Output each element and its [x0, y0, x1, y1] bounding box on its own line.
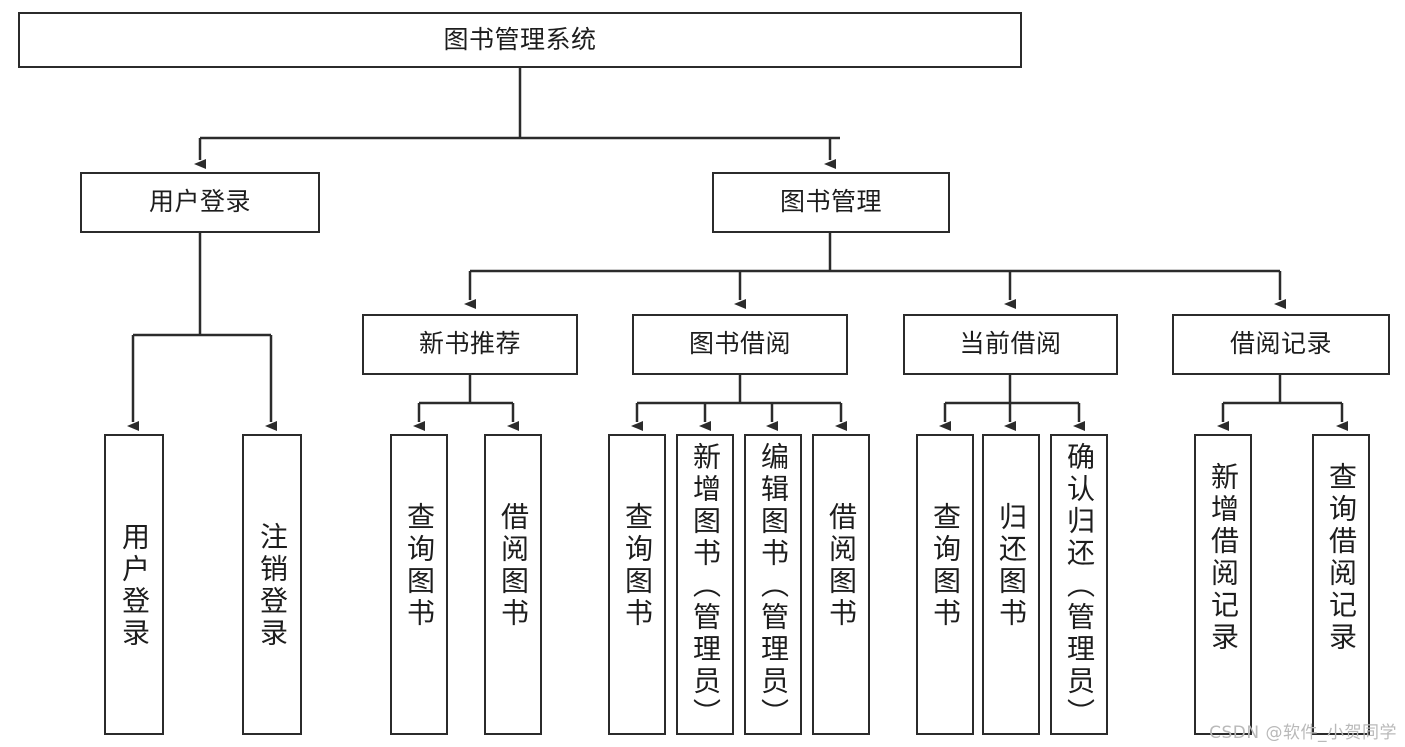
node-label: 用户登录: [118, 522, 151, 650]
leaf-query-book-borrow[interactable]: 查询图书: [608, 434, 666, 735]
leaf-borrow-book[interactable]: 借阅图书: [812, 434, 870, 735]
leaf-query-borrow-record[interactable]: 查询借阅记录: [1312, 434, 1370, 735]
node-label: 新增图书（管理员）: [689, 442, 722, 730]
node-borrow-record[interactable]: 借阅记录: [1172, 314, 1390, 375]
node-label: 图书管理系统: [443, 24, 597, 54]
node-new-book-recommend[interactable]: 新书推荐: [362, 314, 578, 375]
node-label: 查询图书: [403, 502, 436, 630]
node-label: 新书推荐: [418, 329, 521, 359]
leaf-add-book-admin[interactable]: 新增图书（管理员）: [676, 434, 734, 735]
node-user-login[interactable]: 用户登录: [80, 172, 320, 233]
leaf-confirm-return-admin[interactable]: 确认归还（管理员）: [1050, 434, 1108, 735]
node-label: 借阅图书: [825, 502, 858, 630]
node-book-borrow[interactable]: 图书借阅: [632, 314, 848, 375]
leaf-user-login[interactable]: 用户登录: [104, 434, 164, 735]
leaf-query-book-recommend[interactable]: 查询图书: [390, 434, 448, 735]
node-label: 新增借阅记录: [1207, 462, 1240, 654]
leaf-query-book-current[interactable]: 查询图书: [916, 434, 974, 735]
node-label: 借阅记录: [1229, 329, 1332, 359]
node-current-borrow[interactable]: 当前借阅: [903, 314, 1118, 375]
leaf-return-book[interactable]: 归还图书: [982, 434, 1040, 735]
node-label: 当前借阅: [959, 329, 1062, 359]
node-label: 借阅图书: [497, 502, 530, 630]
watermark-text: CSDN @软件_小贺同学: [1209, 723, 1397, 743]
leaf-logout[interactable]: 注销登录: [242, 434, 302, 735]
leaf-borrow-book-recommend[interactable]: 借阅图书: [484, 434, 542, 735]
leaf-add-borrow-record[interactable]: 新增借阅记录: [1194, 434, 1252, 735]
node-label: 用户登录: [148, 187, 251, 217]
node-label: 编辑图书（管理员）: [757, 442, 790, 730]
node-root-system[interactable]: 图书管理系统: [18, 12, 1022, 68]
node-label: 查询借阅记录: [1325, 462, 1358, 654]
node-book-management[interactable]: 图书管理: [712, 172, 950, 233]
node-label: 归还图书: [995, 502, 1028, 630]
node-label: 图书借阅: [688, 329, 791, 359]
node-label: 查询图书: [621, 502, 654, 630]
node-label: 图书管理: [779, 187, 882, 217]
node-label: 查询图书: [929, 502, 962, 630]
leaf-edit-book-admin[interactable]: 编辑图书（管理员）: [744, 434, 802, 735]
node-label: 注销登录: [256, 522, 289, 650]
node-label: 确认归还（管理员）: [1063, 442, 1096, 730]
